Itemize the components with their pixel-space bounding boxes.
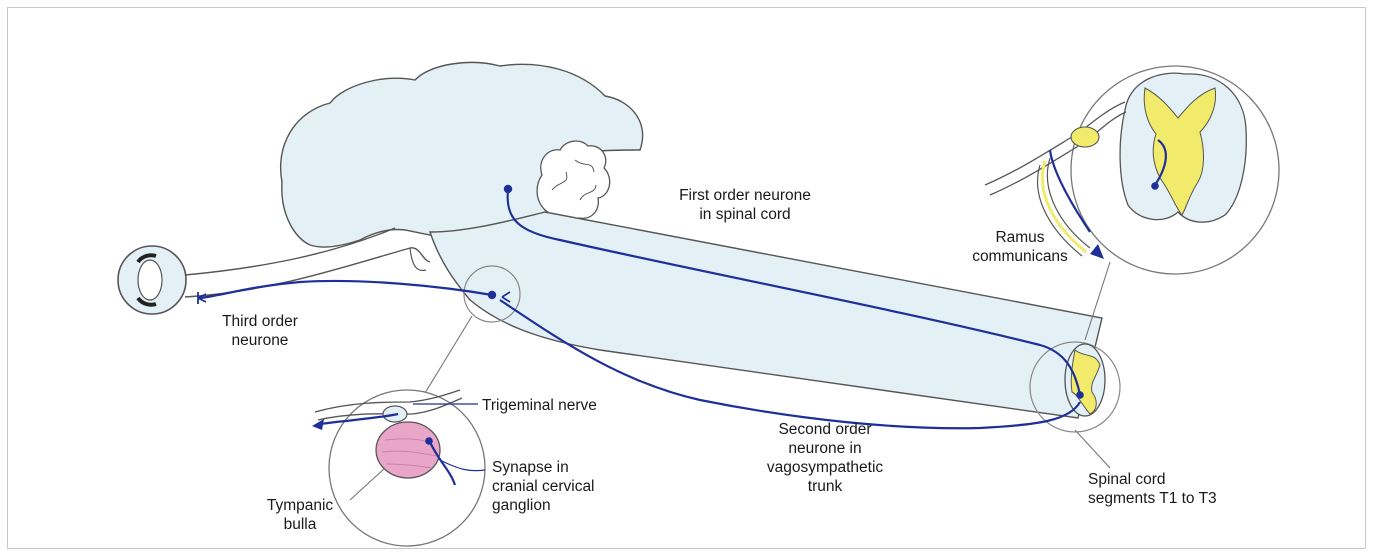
spinal-cord-section-large bbox=[985, 66, 1279, 340]
label-third-order-neuron: Third order neurone bbox=[200, 312, 320, 350]
label-first-order-neuron: First order neurone in spinal cord bbox=[660, 186, 830, 224]
label-synapse-ganglion: Synapse in cranial cervical ganglion bbox=[492, 458, 632, 515]
label-spinal-cord-segments: Spinal cord segments T1 to T3 bbox=[1088, 470, 1258, 508]
label-trigeminal-nerve: Trigeminal nerve bbox=[482, 396, 622, 415]
label-ramus-communicans: Ramus communicans bbox=[960, 228, 1080, 266]
cerebellum bbox=[537, 141, 610, 220]
label-second-order-neuron: Second order neurone in vagosympathetic … bbox=[745, 420, 905, 496]
label-tympanic-bulla: Tympanic bulla bbox=[250, 496, 350, 534]
eye bbox=[118, 246, 186, 314]
third-order-neuron bbox=[200, 281, 492, 298]
